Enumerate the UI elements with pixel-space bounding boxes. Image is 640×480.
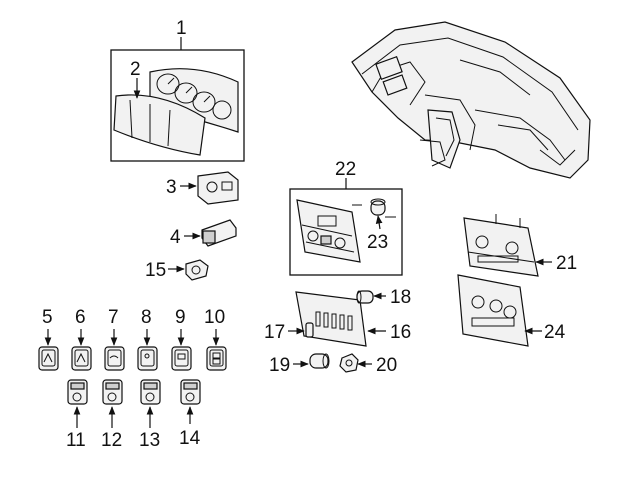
climate-control-panel-icon: [296, 199, 361, 263]
climate-control-assembly-icon: [463, 214, 539, 277]
button-strip-icon: [295, 291, 367, 347]
callout-6: 6: [75, 307, 86, 328]
switch-11-icon: [67, 379, 88, 405]
callout-9: 9: [175, 307, 186, 328]
callout-12: 12: [101, 430, 122, 451]
switch-13-icon: [140, 379, 161, 405]
switch-6-icon: [71, 346, 92, 371]
callout-10: 10: [204, 307, 225, 328]
knob-20-icon: [339, 353, 359, 373]
trim-bezel-icon: [457, 274, 529, 347]
callout-1: 1: [176, 18, 187, 39]
callout-3: 3: [166, 177, 177, 198]
switch-10-icon: [206, 346, 227, 371]
switch-14-icon: [180, 379, 201, 405]
callout-13: 13: [139, 430, 160, 451]
bulb-17-icon: [305, 322, 314, 338]
callout-5: 5: [42, 307, 53, 328]
cluster-lens-icon: [113, 94, 206, 156]
knob-19-icon: [309, 353, 330, 369]
callout-14: 14: [179, 428, 201, 449]
switch-module-icon: [197, 171, 239, 205]
callout-21: 21: [556, 253, 577, 274]
switch-icon: [201, 219, 237, 247]
cluster-group-frame: [110, 49, 245, 162]
switch-9-icon: [171, 346, 192, 371]
dashboard-assembly-icon: [351, 21, 591, 179]
callout-4: 4: [170, 227, 181, 248]
callout-8: 8: [141, 307, 152, 328]
instrument-cluster-icon: [149, 68, 239, 133]
callout-16: 16: [390, 322, 411, 343]
callout-20: 20: [376, 355, 397, 376]
switch-12-icon: [102, 379, 123, 405]
switch-5-icon: [38, 346, 59, 371]
callout-22: 22: [335, 159, 356, 180]
switch-7-icon: [104, 346, 125, 371]
bulb-socket-icon: [185, 259, 209, 281]
callout-24: 24: [544, 322, 566, 343]
callout-7: 7: [108, 307, 119, 328]
callout-2: 2: [130, 59, 141, 80]
switch-8-icon: [137, 346, 158, 371]
callout-18: 18: [390, 287, 411, 308]
callout-11: 11: [66, 430, 86, 451]
callout-23: 23: [367, 232, 388, 253]
knob-18-icon: [356, 290, 374, 304]
knob-icon: [370, 198, 386, 216]
callout-19: 19: [269, 355, 290, 376]
callout-17: 17: [264, 322, 285, 343]
callout-15: 15: [145, 260, 166, 281]
